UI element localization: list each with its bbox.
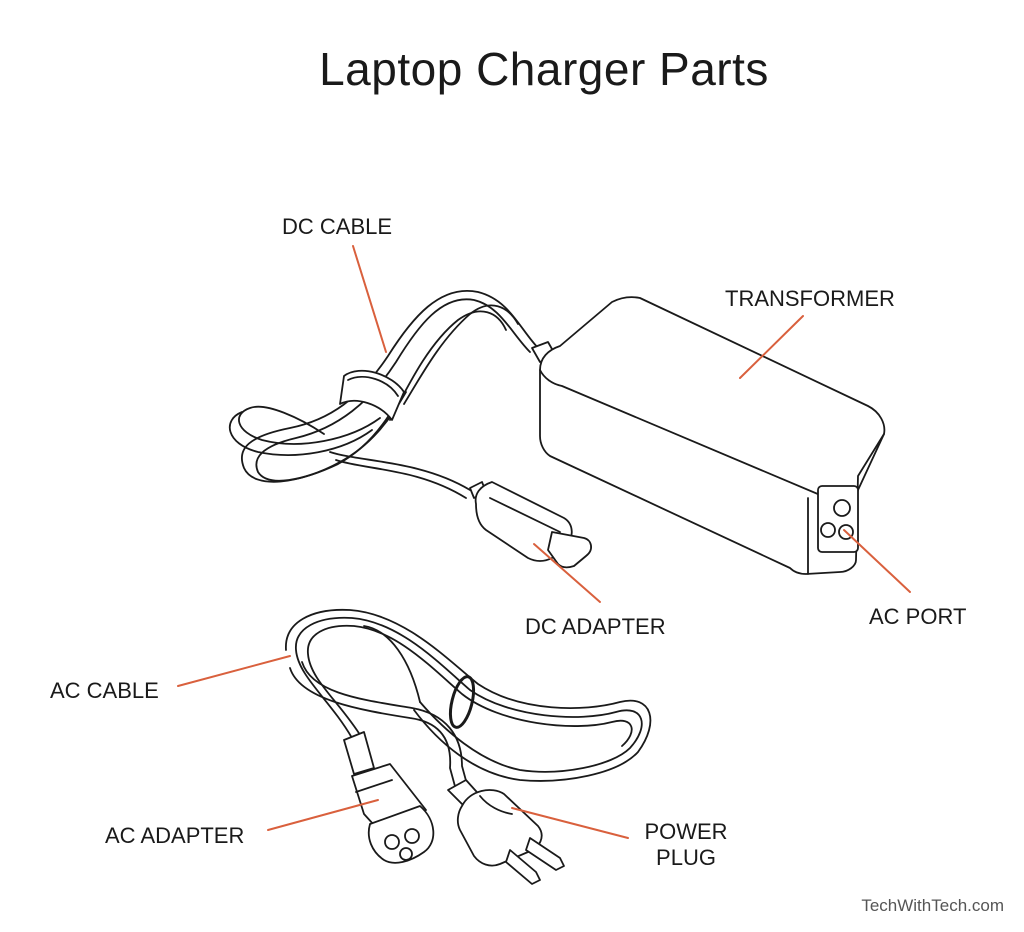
dc-adapter bbox=[469, 481, 592, 569]
label-transformer: TRANSFORMER bbox=[725, 286, 895, 311]
power-plug bbox=[447, 779, 565, 885]
ac-adapter bbox=[343, 731, 435, 864]
page-title: Laptop Charger Parts bbox=[319, 43, 769, 95]
label-power-plug-line2: PLUG bbox=[656, 845, 716, 870]
leader-dc-cable bbox=[352, 245, 387, 353]
label-power-plug-line1: POWER bbox=[644, 819, 728, 844]
site-credit: TechWithTech.com bbox=[861, 896, 1004, 915]
transformer-box bbox=[531, 296, 886, 575]
dc-cable bbox=[229, 289, 541, 499]
label-dc-cable: DC CABLE bbox=[282, 214, 393, 239]
leader-power-plug bbox=[511, 807, 629, 839]
leader-ac-cable bbox=[177, 655, 291, 687]
ac-port-socket bbox=[817, 485, 859, 553]
label-dc-adapter: DC ADAPTER bbox=[525, 614, 666, 639]
leader-lines bbox=[177, 245, 911, 839]
leader-transformer bbox=[739, 315, 804, 379]
label-ac-adapter: AC ADAPTER bbox=[105, 823, 245, 848]
ac-cable bbox=[285, 608, 652, 791]
label-ac-port: AC PORT bbox=[869, 604, 967, 629]
leader-ac-adapter bbox=[267, 799, 379, 831]
label-ac-cable: AC CABLE bbox=[50, 678, 159, 703]
leader-dc-adapter bbox=[533, 543, 601, 603]
label-power-plug: POWER PLUG bbox=[641, 819, 731, 871]
leader-ac-port bbox=[843, 529, 911, 593]
